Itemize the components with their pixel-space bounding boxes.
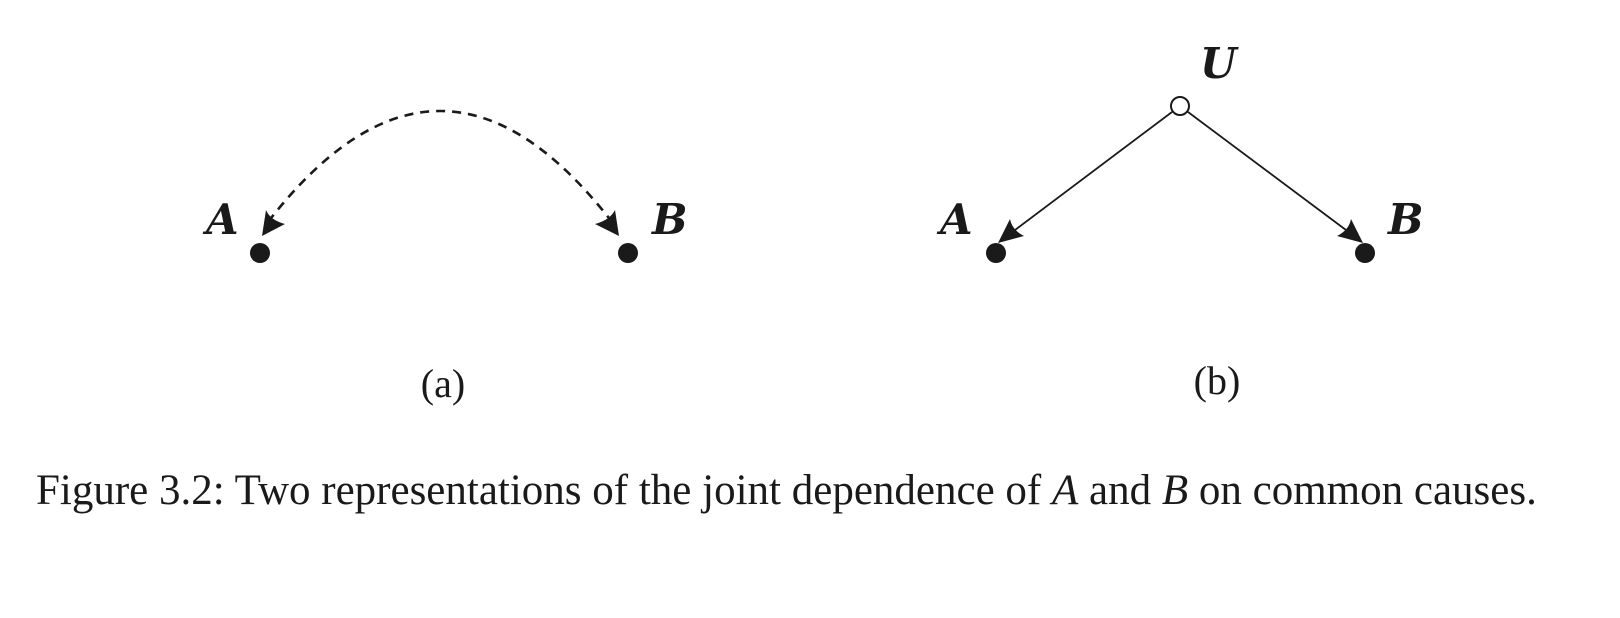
arrowhead-into-a	[262, 210, 285, 236]
node-a	[250, 243, 270, 263]
caption-var-a: A	[1051, 467, 1079, 514]
node-a-label: A	[936, 195, 973, 244]
node-a	[986, 243, 1006, 263]
panel-a: A B (a)	[202, 109, 688, 406]
edge-u-to-a	[1006, 111, 1173, 237]
node-b	[618, 243, 638, 263]
node-b-label: B	[651, 195, 688, 244]
caption-middle: and	[1078, 467, 1162, 514]
figure-caption: Figure 3.2: Two representations of the j…	[36, 462, 1596, 520]
caption-prefix: Figure 3.2: Two representations of the j…	[36, 467, 1052, 514]
arrowhead-into-b	[595, 210, 619, 236]
diagram-figure: A B (a) U A B (b)	[202, 39, 1424, 406]
node-u	[1170, 96, 1190, 116]
bidirected-dashed-arc	[266, 109, 614, 223]
caption-suffix: on common causes.	[1188, 467, 1537, 514]
edge-u-to-b	[1187, 111, 1355, 237]
node-b-label: B	[1387, 195, 1424, 244]
caption-var-b: B	[1161, 467, 1189, 514]
panel-b-sublabel: (b)	[1194, 358, 1241, 403]
panel-b: U A B (b)	[936, 39, 1424, 403]
arrowhead-into-b	[1337, 219, 1363, 243]
node-b	[1355, 243, 1375, 263]
panel-a-sublabel: (a)	[421, 361, 465, 406]
node-u-label: U	[1200, 39, 1239, 88]
arrowhead-into-a	[998, 219, 1024, 243]
node-a-label: A	[202, 195, 239, 244]
